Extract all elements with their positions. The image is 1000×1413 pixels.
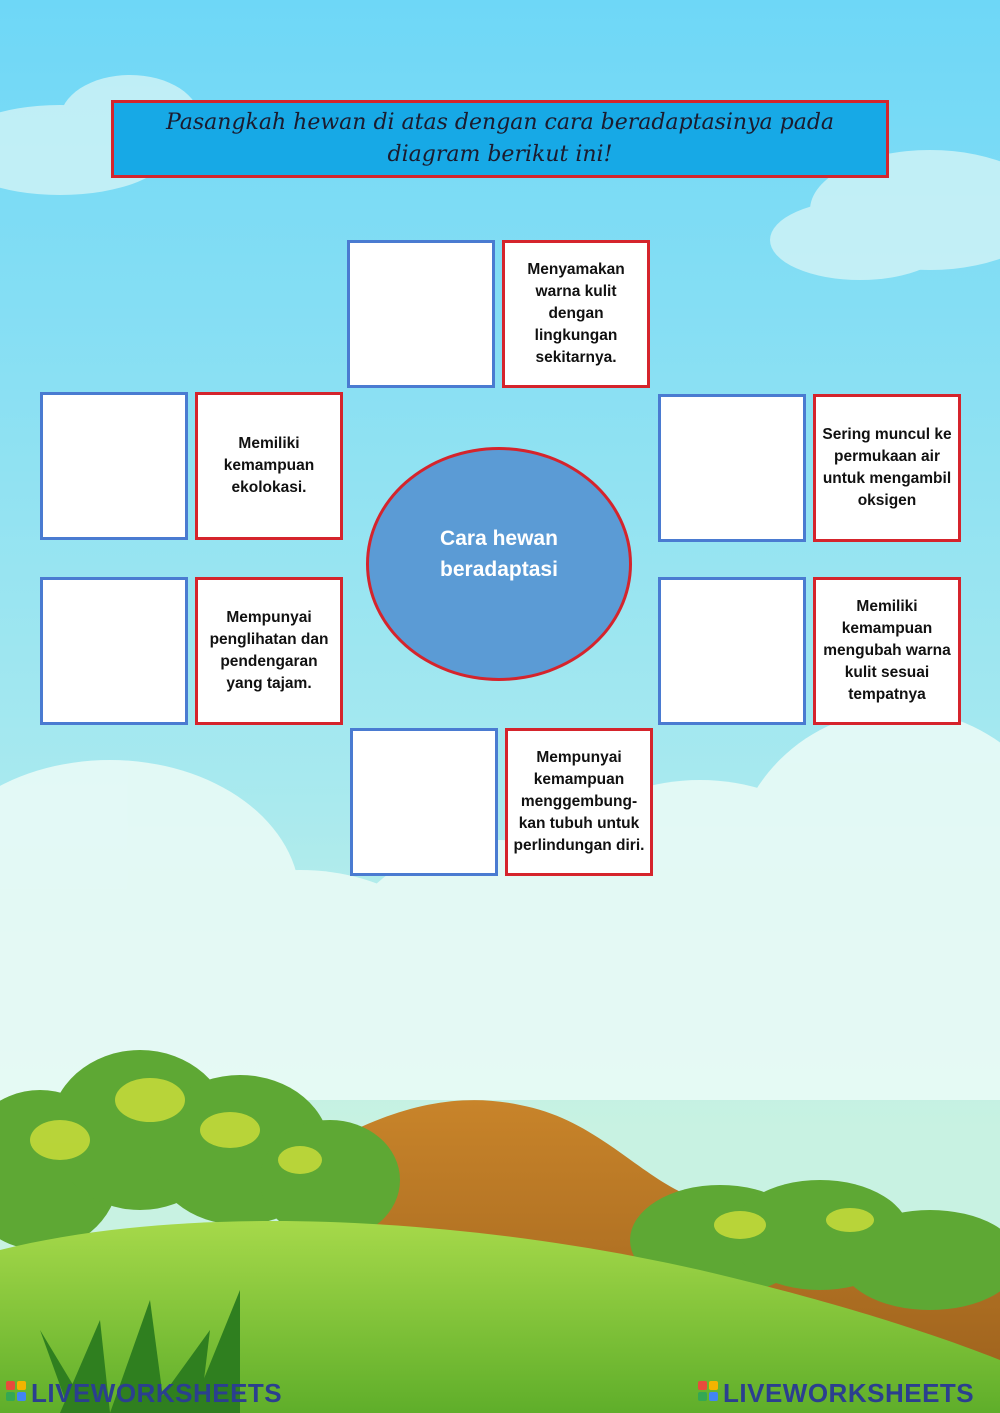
answer-drop-box-left-lower[interactable] (40, 577, 188, 725)
adaptation-text: Memiliki kemampuan mengubah warna kulit … (823, 598, 951, 703)
brand-left: LIVEWORKSHEETS (6, 1378, 282, 1409)
answer-drop-box-right-lower[interactable] (658, 577, 806, 725)
adaptation-card-left-upper: Memiliki kemampuan ekolokasi. (195, 392, 343, 540)
answer-drop-box-left-upper[interactable] (40, 392, 188, 540)
adaptation-text: Mempunyai penglihatan dan pendengaran ya… (209, 609, 329, 692)
adaptation-text: Menyamakan warna kulit dengan lingkungan… (527, 261, 625, 366)
brand-right: LIVEWORKSHEETS (698, 1378, 974, 1409)
answer-drop-box-bottom[interactable] (350, 728, 498, 876)
adaptation-card-bottom: Mempunyai kemampuan menggembung-kan tubu… (505, 728, 653, 876)
adaptation-card-top: Menyamakan warna kulit dengan lingkungan… (502, 240, 650, 388)
liveworksheets-logo-icon (698, 1379, 720, 1409)
adaptation-text: Memiliki kemampuan ekolokasi. (223, 435, 315, 496)
answer-drop-box-top[interactable] (347, 240, 495, 388)
adaptation-card-right-upper: Sering muncul ke permukaan air untuk men… (813, 394, 961, 542)
adaptation-card-left-lower: Mempunyai penglihatan dan pendengaran ya… (195, 577, 343, 725)
adaptation-card-right-lower: Memiliki kemampuan mengubah warna kulit … (813, 577, 961, 725)
instruction-text: Pasangkah hewan di atas dengan cara bera… (165, 110, 835, 167)
brand-wordmark: LIVEWORKSHEETS (723, 1378, 975, 1408)
center-topic-oval: Cara hewan beradaptasi (366, 447, 632, 681)
answer-drop-box-right-upper[interactable] (658, 394, 806, 542)
adaptation-text: Sering muncul ke permukaan air untuk men… (822, 426, 952, 509)
liveworksheets-logo-icon (6, 1379, 28, 1409)
instruction-banner: Pasangkah hewan di atas dengan cara bera… (111, 100, 889, 178)
adaptation-text: Mempunyai kemampuan menggembung-kan tubu… (513, 749, 645, 854)
center-topic-label: Cara hewan beradaptasi (440, 527, 558, 581)
brand-wordmark: LIVEWORKSHEETS (31, 1378, 283, 1408)
